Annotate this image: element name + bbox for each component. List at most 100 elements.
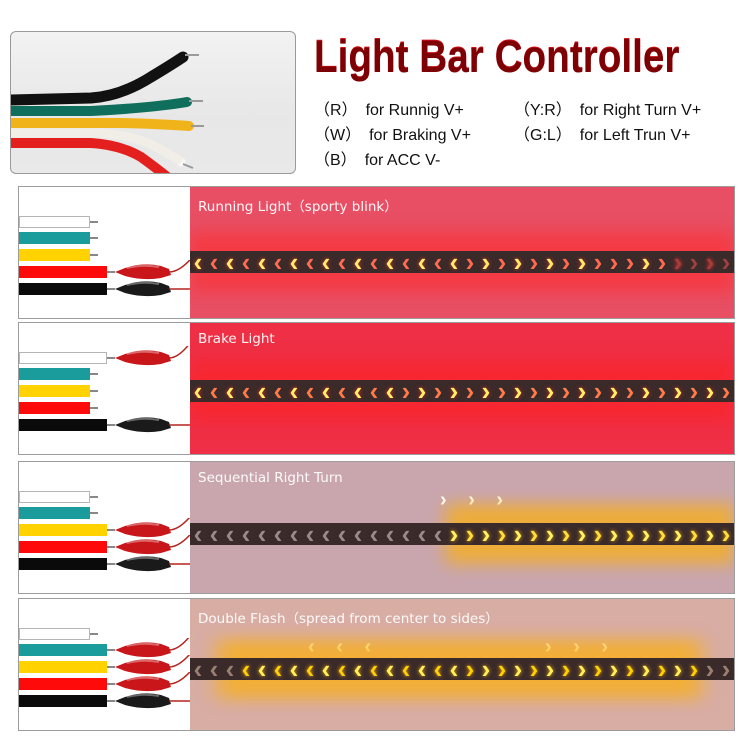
chevron-right-icon: ›	[433, 376, 443, 406]
chevron-left-icon: ‹	[337, 654, 347, 684]
wire-photo	[10, 31, 296, 174]
chevron-right-icon: ›	[609, 519, 619, 549]
chevron-left-icon: ‹	[385, 519, 395, 549]
chevron-right-icon: ›	[705, 519, 715, 549]
chevron-left-icon: ‹	[193, 247, 203, 277]
chevron-left-icon: ‹	[417, 519, 427, 549]
chevron-left-icon: ‹	[305, 654, 315, 684]
chevron-right-icon: ›	[641, 654, 651, 684]
chevron-right-icon: ›	[705, 247, 715, 277]
page-title: Light Bar Controller	[314, 30, 680, 86]
chevron-right-icon: ›	[529, 376, 539, 406]
chevron-right-icon: ›	[561, 654, 571, 684]
chevron-left-icon: ‹	[433, 519, 443, 549]
chevron-left-icon: ‹	[241, 654, 251, 684]
chevron-left-icon: ‹	[353, 519, 363, 549]
chevron-left-icon: ‹	[305, 247, 315, 277]
chevron-right-icon: ›	[593, 654, 603, 684]
chevron-left-icon: ‹	[273, 247, 283, 277]
legend-code: （R）	[314, 102, 358, 119]
chevron-right-icon: ›	[625, 654, 635, 684]
chevron-left-icon: ‹	[321, 519, 331, 549]
chevron-left-icon: ‹	[385, 247, 395, 277]
chevron-right-icon: ›	[673, 376, 683, 406]
chevron-right-icon: ›	[545, 376, 555, 406]
legend-desc: for Braking V+	[369, 127, 471, 144]
chevron-right-icon: ›	[465, 376, 475, 406]
chevron-right-icon: ›	[673, 247, 683, 277]
red-alligator-clip-icon	[115, 346, 189, 366]
red-alligator-clip-icon	[115, 518, 190, 538]
chevron-right-icon: ›	[561, 376, 571, 406]
light-bar-photo: Brake Light ‹‹‹‹‹‹‹‹‹‹‹‹‹›››››››››››››››…	[190, 323, 734, 454]
led-light-bar: ‹‹‹‹‹‹‹‹‹‹‹‹‹›››››››››››››››››››››	[190, 376, 734, 406]
chevron-left-icon: ‹	[225, 376, 235, 406]
legend-desc: for Right Turn V+	[579, 102, 702, 119]
chevron-left-icon: ‹	[337, 247, 347, 277]
chevron-left-icon: ‹	[273, 519, 283, 549]
panel-running-light: Running Light（sporty blink） ‹‹‹‹‹‹‹‹‹‹‹‹…	[18, 186, 735, 319]
chevron-left-icon: ‹	[225, 247, 235, 277]
chevron-right-icon: ›	[641, 376, 651, 406]
chevron-right-icon: ›	[465, 247, 475, 277]
legend-item-acc: （B）for ACC V-	[314, 146, 440, 170]
chevron-left-icon: ‹	[353, 376, 363, 406]
chevron-right-icon: ›	[705, 654, 715, 684]
chevron-right-icon: ›	[561, 519, 571, 549]
legend-desc: for Runnig V+	[365, 102, 464, 119]
wiring-diagram	[19, 462, 201, 593]
light-bar-photo: Sequential Right Turn › › › ‹‹‹‹‹‹‹‹‹‹‹‹…	[190, 462, 734, 593]
chevron-left-icon: ‹	[385, 376, 395, 406]
chevron-right-icon: ›	[481, 519, 491, 549]
chevron-left-icon: ‹	[433, 247, 443, 277]
chevron-left-icon: ‹	[369, 247, 379, 277]
chevron-right-icon: ›	[545, 247, 555, 277]
chevron-right-icon: ›	[593, 519, 603, 549]
legend-item-running: （R） for Runnig V+	[314, 96, 464, 120]
chevron-left-icon: ‹	[433, 654, 443, 684]
panel-sequential-right-turn: Sequential Right Turn › › › ‹‹‹‹‹‹‹‹‹‹‹‹…	[18, 461, 735, 594]
chevron-right-icon: ›	[497, 376, 507, 406]
legend-code: （W）	[314, 127, 362, 144]
chevron-left-icon: ‹	[401, 654, 411, 684]
chevron-right-icon: ›	[497, 247, 507, 277]
chevron-right-icon: ›	[721, 376, 731, 406]
chevron-left-icon: ‹	[417, 247, 427, 277]
chevron-left-icon: ‹	[417, 654, 427, 684]
chevron-right-icon: ›	[625, 519, 635, 549]
chevron-right-icon: ›	[513, 654, 523, 684]
panel-brake-light: Brake Light ‹‹‹‹‹‹‹‹‹‹‹‹‹›››››››››››››››…	[18, 322, 735, 455]
chevron-left-icon: ‹	[369, 519, 379, 549]
chevron-right-icon: ›	[545, 654, 555, 684]
wiring-diagram	[19, 187, 201, 318]
chevron-right-icon: ›	[465, 654, 475, 684]
red-alligator-clip-icon	[115, 535, 191, 555]
chevron-left-icon: ‹	[289, 519, 299, 549]
wiring-diagram	[19, 323, 201, 454]
chevron-right-icon: ›	[529, 247, 539, 277]
chevron-right-icon: ›	[705, 376, 715, 406]
five-wire-cable-illustration	[11, 51, 204, 173]
legend-desc: for Left Trun V+	[579, 127, 691, 144]
chevron-left-icon: ‹	[193, 376, 203, 406]
chevron-right-icon: ›	[673, 519, 683, 549]
chevron-right-icon: ›	[689, 519, 699, 549]
chevron-left-icon: ‹	[321, 247, 331, 277]
chevron-left-icon: ‹	[209, 519, 219, 549]
legend-code: （B）	[314, 152, 357, 169]
chevron-left-icon: ‹	[449, 247, 459, 277]
chevron-right-icon: ›	[593, 376, 603, 406]
chevron-right-icon: ›	[657, 247, 667, 277]
chevron-right-icon: ›	[481, 654, 491, 684]
chevron-right-icon: ›	[625, 376, 635, 406]
mode-label: Running Light（sporty blink）	[198, 199, 398, 215]
chevron-left-icon: ‹	[209, 654, 219, 684]
led-light-bar: ‹‹‹‹‹‹‹‹‹‹‹‹‹‹‹‹‹›››››››››››››››››	[190, 247, 734, 277]
chevron-right-icon: ›	[513, 376, 523, 406]
chevron-right-icon: ›	[721, 654, 731, 684]
chevron-left-icon: ‹	[193, 654, 203, 684]
chevron-left-icon: ‹	[257, 654, 267, 684]
light-bar-photo: Running Light（sporty blink） ‹‹‹‹‹‹‹‹‹‹‹‹…	[190, 187, 734, 318]
chevron-left-icon: ‹	[305, 519, 315, 549]
legend-item-left-turn: （G:L）for Left Trun V+	[514, 121, 691, 145]
